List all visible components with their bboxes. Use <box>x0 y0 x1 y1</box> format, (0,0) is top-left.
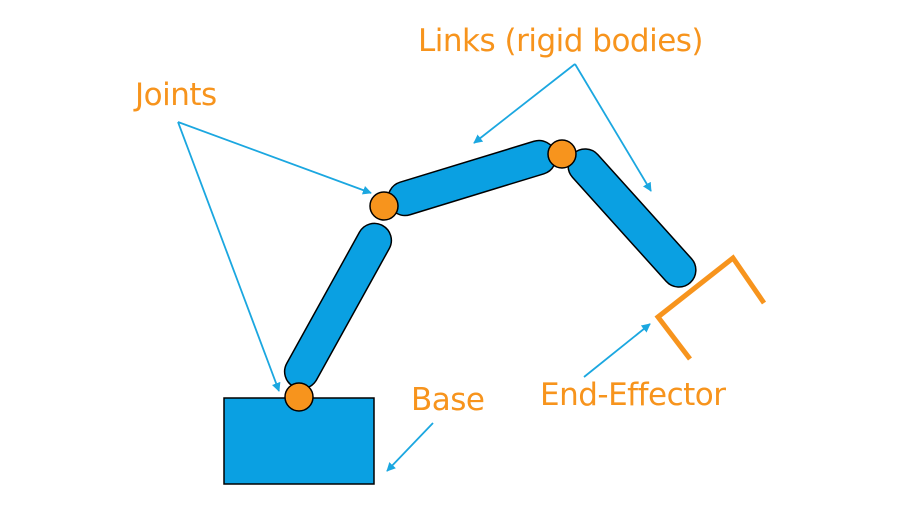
joints-label: Joints <box>135 77 217 113</box>
link-1 <box>283 222 393 390</box>
joint-base <box>284 382 314 412</box>
arrow-end-effector <box>583 323 651 378</box>
base-label: Base <box>411 382 485 418</box>
link-3 <box>567 148 697 288</box>
arrow-joints-to-elbow <box>177 121 372 195</box>
links-label: Links (rigid bodies) <box>418 23 704 59</box>
base-block <box>223 397 375 485</box>
joint-wrist <box>547 139 577 169</box>
joint-elbow <box>369 191 399 221</box>
arrow-links-to-link-3 <box>574 63 652 192</box>
arrow-base <box>386 422 434 472</box>
end-effector-gripper <box>654 254 767 361</box>
link-2 <box>387 139 557 217</box>
arrow-joints-to-base-joint <box>177 121 281 392</box>
end-effector-label: End-Effector <box>540 377 726 413</box>
arrow-links-to-link-2 <box>473 63 576 144</box>
